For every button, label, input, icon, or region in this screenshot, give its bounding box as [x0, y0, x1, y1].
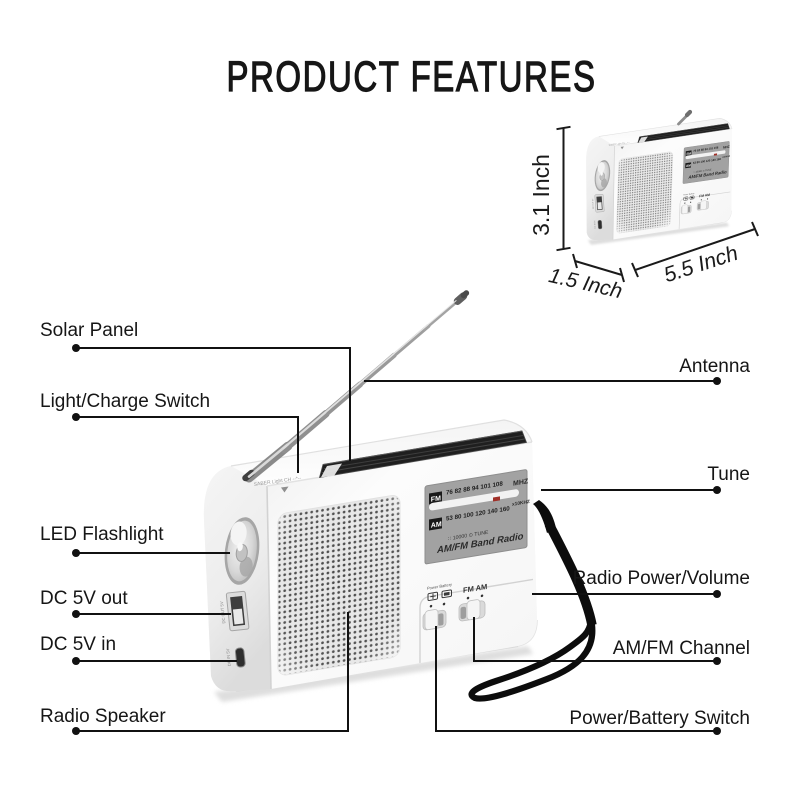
svg-text:1.5 Inch: 1.5 Inch [546, 264, 624, 303]
svg-text:3.1 Inch: 3.1 Inch [528, 154, 554, 236]
svg-text:AM/FM Channel: AM/FM Channel [613, 638, 750, 659]
svg-text:Radio Power/Volume: Radio Power/Volume [573, 568, 750, 589]
svg-text:LED Flashlight: LED Flashlight [40, 524, 164, 545]
svg-text:Tune: Tune [707, 464, 750, 485]
svg-text:Power/Battery Switch: Power/Battery Switch [569, 708, 750, 729]
svg-text:Antenna: Antenna [679, 356, 750, 377]
svg-text:DC 5V in: DC 5V in [40, 634, 116, 655]
svg-text:Radio Speaker: Radio Speaker [40, 706, 166, 727]
svg-text:Light/Charge Switch: Light/Charge Switch [40, 391, 210, 412]
svg-text:PRODUCT FEATURES: PRODUCT FEATURES [226, 53, 596, 101]
svg-text:DC 5V out: DC 5V out [40, 588, 128, 609]
svg-text:Solar Panel: Solar Panel [40, 320, 138, 341]
